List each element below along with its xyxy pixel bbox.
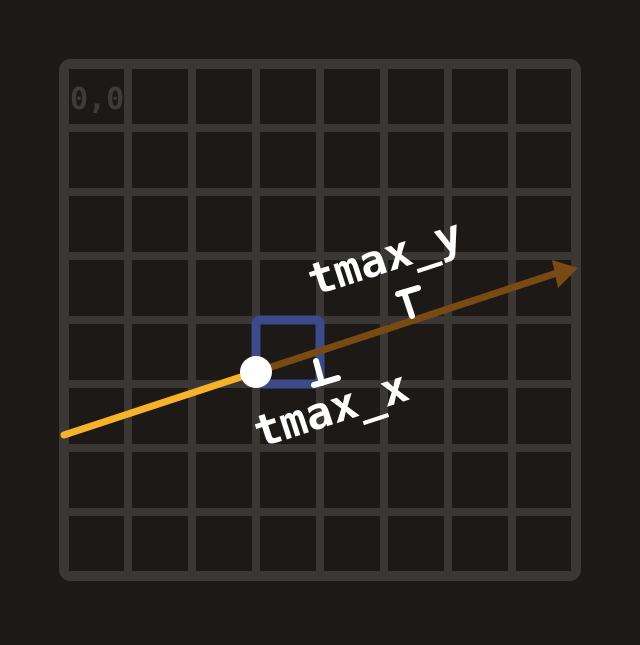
tmax-x-marker bbox=[311, 358, 341, 388]
ray-arrowhead bbox=[552, 260, 578, 288]
ray-origin-point bbox=[240, 356, 272, 388]
tmax-x-label: tmax_x bbox=[248, 361, 415, 459]
ray-remaining-segment bbox=[252, 268, 564, 376]
origin-label: 0,0 bbox=[70, 82, 124, 117]
ray-traversed-segment bbox=[60, 368, 260, 439]
tmax-y-marker bbox=[395, 285, 421, 319]
